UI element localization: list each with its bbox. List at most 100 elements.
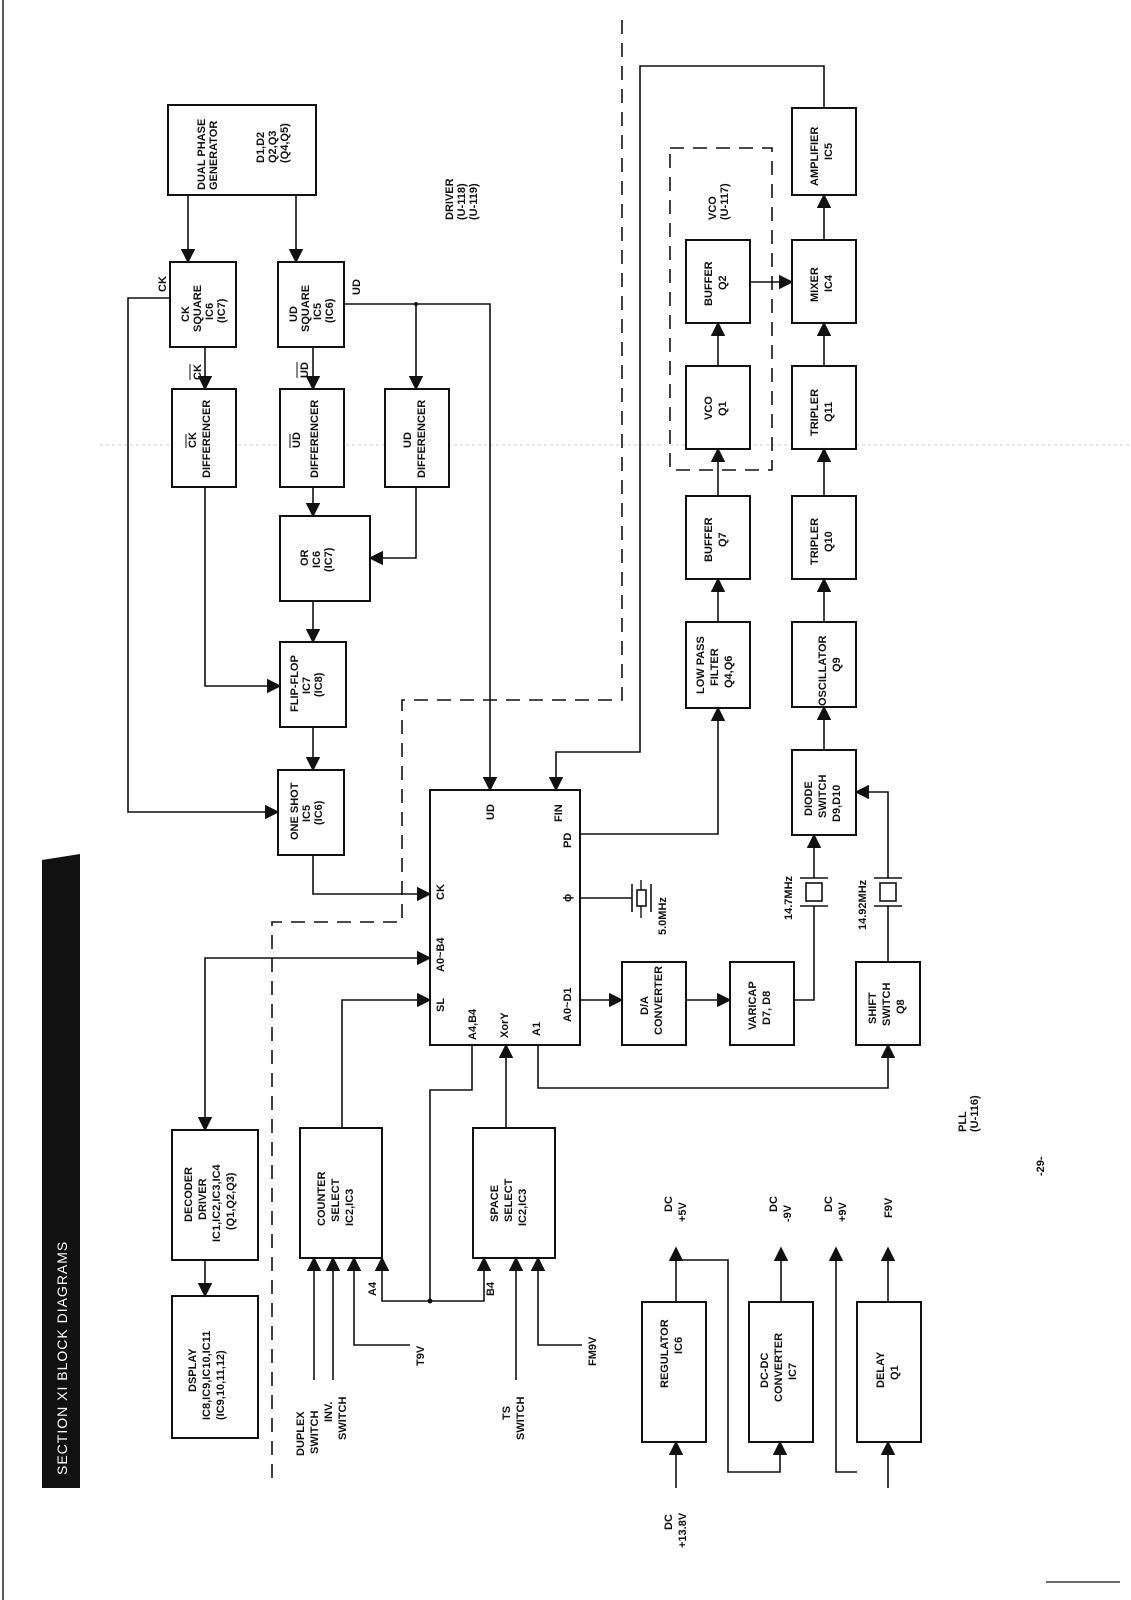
svg-text:SELECT: SELECT: [503, 1178, 515, 1222]
svg-text:Q1: Q1: [717, 401, 729, 416]
pll-ic: UD FIN CK ϕ PD A0~B4 SL A4,B4 XorY A1 A0…: [429, 789, 581, 1046]
vco-q1: VCO Q1: [685, 365, 751, 450]
pll-unit-label: PLL (U-116): [957, 1095, 981, 1132]
svg-text:IC5: IC5: [301, 805, 313, 822]
svg-text:(Q1,Q2,Q3): (Q1,Q2,Q3): [225, 1172, 237, 1230]
svg-text:PD: PD: [562, 833, 574, 848]
svg-text:IC2,IC3: IC2,IC3: [344, 1189, 356, 1226]
svg-text:IC8,IC9,IC10,IC11: IC8,IC9,IC10,IC11: [201, 1331, 213, 1420]
svg-text:CK: CK: [192, 364, 204, 380]
page-number: -29-: [1035, 1156, 1047, 1176]
svg-text:D1,D2: D1,D2: [255, 132, 267, 163]
svg-text:IC4: IC4: [823, 274, 835, 292]
crystal-5mhz: [631, 880, 652, 918]
counter-select: COUNTER SELECT IC2,IC3: [299, 1127, 383, 1259]
svg-text:A0~D1: A0~D1: [562, 987, 574, 1022]
svg-text:DRIVER: DRIVER: [444, 178, 456, 220]
svg-text:GENERATOR: GENERATOR: [208, 121, 220, 190]
svg-text:COUNTER: COUNTER: [316, 1172, 328, 1226]
svg-text:Q1: Q1: [889, 1365, 901, 1380]
svg-text:CK: CK: [180, 306, 192, 322]
svg-text:DC-DC: DC-DC: [759, 1353, 771, 1388]
svg-text:A4: A4: [367, 1281, 379, 1296]
shift-switch: SHIFT SWITCH Q8: [855, 961, 921, 1046]
svg-text:IC1,IC2,IC3,IC4: IC1,IC2,IC3,IC4: [211, 1163, 223, 1242]
tripler-q11: TRIPLER Q11: [791, 365, 857, 450]
svg-text:14.92MHz: 14.92MHz: [857, 879, 869, 930]
svg-text:BUFFER: BUFFER: [703, 517, 715, 562]
svg-text:DELAY: DELAY: [875, 1351, 887, 1388]
svg-text:ϕ: ϕ: [562, 894, 574, 902]
svg-text:F9V: F9V: [883, 1197, 895, 1218]
svg-text:SELECT: SELECT: [330, 1178, 342, 1222]
svg-text:INV.: INV.: [323, 1402, 335, 1422]
svg-text:UD: UD: [485, 804, 497, 820]
svg-text:FM9V: FM9V: [587, 1336, 599, 1366]
svg-text:CONVERTER: CONVERTER: [773, 1333, 785, 1402]
svg-text:Q2,Q3: Q2,Q3: [267, 131, 279, 163]
svg-text:AMPLIFIER: AMPLIFIER: [809, 127, 821, 186]
svg-text:(U-118): (U-118): [456, 183, 468, 220]
svg-text:SWITCH: SWITCH: [309, 1411, 321, 1454]
svg-text:Q8: Q8: [895, 999, 907, 1014]
crystal-14-92mhz: [874, 877, 902, 910]
svg-text:-9V: -9V: [782, 1204, 794, 1222]
svg-text:IC5: IC5: [823, 143, 835, 160]
or-gate: OR IC6 (IC7): [279, 515, 371, 602]
delay: DELAY Q1: [856, 1301, 922, 1443]
svg-text:Q11: Q11: [823, 402, 835, 422]
svg-text:(Q4,Q5): (Q4,Q5): [279, 123, 291, 163]
svg-text:Q7: Q7: [717, 532, 729, 547]
svg-text:DIFFERENCER: DIFFERENCER: [201, 400, 213, 478]
svg-text:DC: DC: [663, 1514, 675, 1530]
svg-text:UD: UD: [351, 279, 363, 295]
svg-text:CONVERTER: CONVERTER: [653, 966, 665, 1035]
display: DSPLAY IC8,IC9,IC10,IC11 (IC9,10,11,12): [171, 1295, 259, 1439]
svg-text:UD: UD: [288, 306, 300, 322]
diode-switch: DIODE SWITCH D9,D10: [791, 749, 857, 836]
svg-text:(IC6): (IC6): [313, 800, 325, 825]
svg-text:Q10: Q10: [823, 531, 835, 552]
svg-text:B4: B4: [485, 1281, 497, 1296]
svg-text:D/A: D/A: [639, 996, 651, 1015]
svg-text:Q4,Q6: Q4,Q6: [723, 656, 735, 688]
svg-text:DSPLAY: DSPLAY: [187, 1348, 199, 1392]
tripler-q10: TRIPLER Q10: [791, 495, 857, 580]
ud-bar-differencer: UD DIFFERENCER: [279, 388, 345, 488]
low-pass-filter: LOW PASS FILTER Q4,Q6: [685, 621, 751, 709]
svg-text:CK: CK: [157, 276, 169, 292]
buffer-q2: BUFFER Q2: [685, 239, 751, 324]
svg-text:PLL: PLL: [957, 1111, 969, 1132]
svg-text:D7, D8: D7, D8: [761, 991, 773, 1025]
svg-text:DUPLEX: DUPLEX: [295, 1411, 307, 1456]
svg-text:5.0MHz: 5.0MHz: [657, 897, 669, 935]
svg-text:VCO: VCO: [707, 196, 719, 220]
crystal-14-7mhz: [800, 877, 828, 910]
svg-text:SWITCH: SWITCH: [817, 775, 829, 818]
vco-unit-label: VCO (U-117): [707, 183, 731, 220]
svg-text:IC7: IC7: [787, 1363, 799, 1380]
driver-boundary: [271, 20, 623, 1486]
svg-text:SQUARE: SQUARE: [192, 285, 204, 332]
svg-text:VARICAP: VARICAP: [747, 981, 759, 1030]
svg-text:MIXER: MIXER: [809, 267, 821, 302]
svg-text:LOW PASS: LOW PASS: [695, 636, 707, 694]
svg-text:T9V: T9V: [415, 1345, 427, 1366]
svg-text:(U-116): (U-116): [969, 1095, 981, 1132]
dual-phase-generator: DUAL PHASE GENERATOR D1,D2 Q2,Q3 (Q4,Q5): [167, 104, 317, 196]
amplifier: AMPLIFIER IC5: [791, 107, 857, 196]
svg-text:UD: UD: [299, 362, 311, 378]
svg-text:TRIPLER: TRIPLER: [809, 389, 821, 436]
decoder-driver: DECODER DRIVER IC1,IC2,IC3,IC4 (Q1,Q2,Q3…: [171, 1129, 259, 1261]
svg-text:CK: CK: [187, 432, 199, 448]
svg-text:A4,B4: A4,B4: [467, 1008, 479, 1040]
svg-text:DC: DC: [663, 1196, 675, 1212]
svg-text:(IC9,10,11,12): (IC9,10,11,12): [215, 1350, 227, 1420]
ck-differencer: CK DIFFERENCER: [171, 388, 237, 488]
regulator: REGULATOR IC6: [641, 1301, 707, 1443]
varicap: VARICAP D7, D8: [729, 961, 795, 1046]
svg-text:IC7: IC7: [301, 677, 313, 694]
svg-text:FLIP-FLOP: FLIP-FLOP: [289, 655, 301, 712]
svg-text:SWITCH: SWITCH: [337, 1397, 349, 1440]
svg-text:DECODER: DECODER: [183, 1167, 195, 1222]
